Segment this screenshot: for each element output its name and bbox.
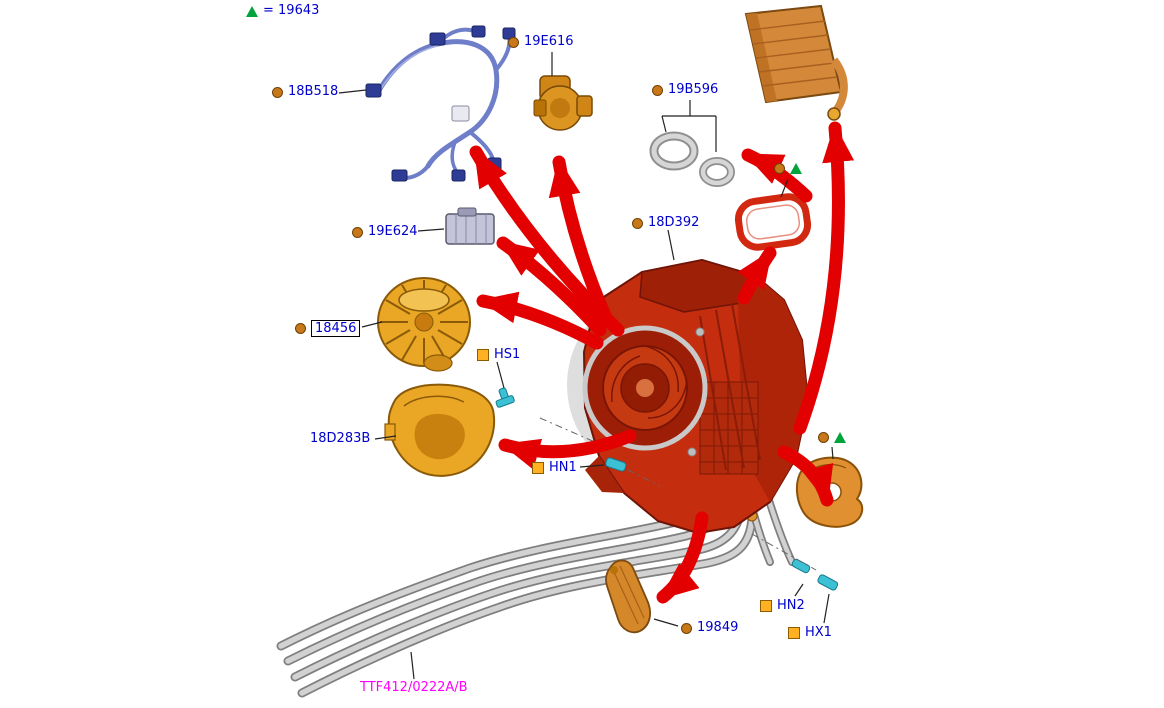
green-triangle-icon (834, 432, 846, 443)
label-18B518: 18B518 (272, 84, 338, 100)
arrow-to-seal (737, 246, 777, 305)
leader-lines (338, 52, 834, 680)
label-HS1: HS1 (477, 347, 520, 363)
arrow-to-heater-core (793, 121, 855, 435)
part-number-link[interactable]: HX1 (805, 625, 832, 640)
part-number-link[interactable]: 18D283B (310, 431, 371, 446)
clips-hn2-hx1-illustration (791, 558, 839, 591)
marker-pair-bracket (818, 432, 846, 443)
orange-square-marker-icon (760, 600, 772, 612)
orange-square-marker-icon (477, 349, 489, 361)
module-19E624-illustration (445, 207, 495, 245)
orange-circle-marker-icon (352, 226, 363, 238)
label-19E624: 19E624 (352, 224, 418, 240)
label-18D283B: 18D283B (310, 431, 370, 447)
retainer-strap-illustration (605, 559, 651, 634)
label-HN1: HN1 (532, 460, 577, 476)
part-number-link[interactable]: 19849 (697, 620, 739, 635)
label-19849: 19849 (681, 620, 738, 636)
part-number-link[interactable]: 18D392 (648, 215, 700, 230)
legend-19643: = 19643 (246, 3, 319, 19)
label-18D392: 18D392 (632, 215, 699, 231)
orange-square-marker-icon (532, 462, 544, 474)
red-arrows (469, 121, 855, 604)
orange-circle-marker-icon (272, 86, 283, 98)
label-19B596: 19B596 (652, 82, 718, 98)
arrow-to-module (496, 236, 607, 337)
seal-rings-illustration (649, 131, 735, 187)
orange-circle-marker-icon (652, 84, 663, 96)
part-number-link[interactable]: HN1 (549, 460, 577, 475)
part-number-link[interactable]: 19E624 (368, 224, 418, 239)
label-19E616: 19E616 (508, 34, 574, 50)
green-triangle-icon (246, 5, 258, 17)
part-number-link[interactable]: 18B518 (288, 84, 339, 99)
clip-hn1-illustration (605, 457, 627, 472)
illustration-reference: TTF412/0222A/B (360, 680, 468, 696)
heater-core-illustration (744, 4, 848, 121)
part-number-link[interactable]: HN2 (777, 598, 805, 613)
orange-circle-marker-icon (295, 323, 306, 334)
arrow-to-rings (741, 148, 813, 203)
arrow-to-cover (498, 429, 637, 470)
orange-circle-marker-icon (508, 36, 519, 48)
arrow-to-bracket (777, 445, 834, 507)
green-triangle-icon (790, 163, 802, 174)
label-HN2: HN2 (760, 598, 805, 614)
part-number-link-selected[interactable]: 18456 (311, 320, 361, 337)
gasket-seal-illustration (734, 193, 812, 251)
arrow-to-strap (656, 511, 709, 604)
assembly-guide-lines (539, 417, 817, 571)
hvac-housing-illustration (567, 259, 809, 534)
wiring-harness-illustration (365, 25, 516, 182)
orange-circle-marker-icon (774, 163, 785, 174)
blower-cover-illustration (384, 383, 496, 477)
orange-circle-marker-icon (632, 217, 643, 229)
arrow-to-motor (548, 155, 613, 325)
actuator-motor-illustration (533, 75, 593, 131)
orange-square-marker-icon (788, 627, 800, 639)
orange-circle-marker-icon (818, 432, 829, 443)
orange-circle-marker-icon (681, 622, 692, 634)
clip-hs1-illustration (495, 387, 515, 408)
arrow-to-blower-wheel (476, 291, 604, 350)
part-number-link[interactable]: 19B596 (668, 82, 719, 97)
label-HX1: HX1 (788, 625, 832, 641)
blower-wheel-illustration (377, 277, 471, 372)
part-number-link[interactable]: HS1 (494, 347, 521, 362)
label-18456: 18456 (295, 320, 361, 337)
legend-text[interactable]: = 19643 (263, 3, 320, 18)
part-number-link[interactable]: 19E616 (524, 34, 574, 49)
illustration-reference-text: TTF412/0222A/B (360, 680, 468, 695)
marker-pair-seal (774, 163, 802, 174)
